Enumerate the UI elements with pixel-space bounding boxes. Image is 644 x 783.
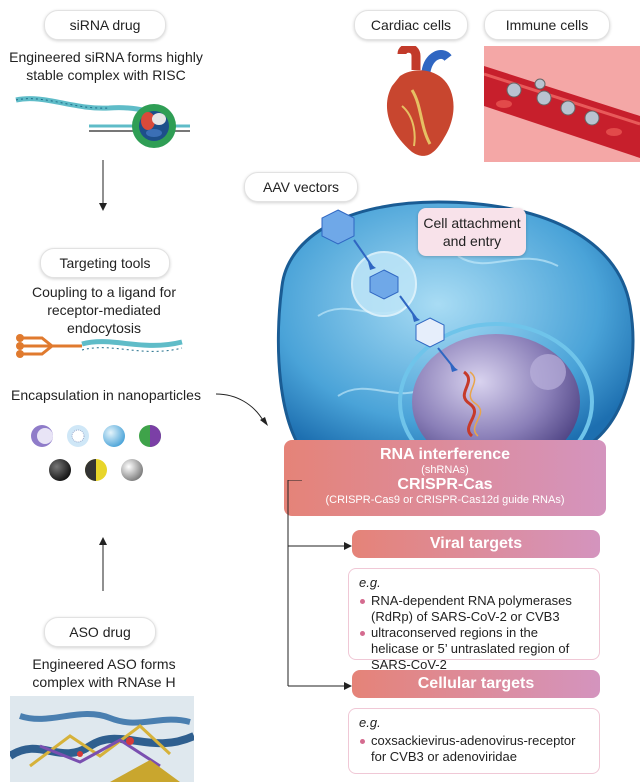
nanoparticles-illustration: [31, 425, 161, 481]
aso-rnase-h-illustration: [10, 696, 194, 782]
sirna-risc-illustration: [15, 96, 190, 148]
heart-illustration: [386, 46, 454, 156]
cellular-targets-header: Cellular targets: [352, 670, 600, 698]
cardiac-cells-label: Cardiac cells: [354, 10, 468, 40]
encapsulation-label: Encapsulation in nanoparticles: [11, 387, 201, 403]
curved-arrow: [215, 393, 268, 426]
viral-target-item: RNA-dependent RNA polymerases (RdRp) of …: [360, 593, 589, 625]
crispr-title: CRISPR-Cas: [397, 476, 493, 493]
therapy-box: RNA interference (shRNAs) CRISPR-Cas (CR…: [284, 440, 606, 516]
arrow-down-1: [99, 160, 107, 211]
viral-eg: e.g.: [359, 575, 381, 590]
immune-cells-label: Immune cells: [484, 10, 610, 40]
rnai-subtitle: (shRNAs): [421, 464, 469, 476]
cell-attachment-label: Cell attachment and entry: [418, 208, 526, 256]
targeting-tools-label: Targeting tools: [40, 248, 170, 278]
ligand-conjugate-illustration: [16, 334, 183, 358]
cellular-eg: e.g.: [359, 715, 381, 730]
connector-lines: [287, 480, 352, 690]
viral-targets-header: Viral targets: [352, 530, 600, 558]
cell-illustration: [276, 200, 635, 470]
arrow-up-1: [99, 537, 107, 591]
viral-target-item: ultraconserved regions in the helicase o…: [360, 625, 589, 673]
cellular-target-item: coxsackievirus-adenovirus-receptor for C…: [360, 733, 589, 765]
sirna-drug-label: siRNA drug: [44, 10, 166, 40]
cellular-targets-box: e.g. coxsackievirus-adenovirus-receptor …: [348, 708, 600, 774]
sirna-description: Engineered siRNA forms highly stable com…: [9, 49, 203, 83]
aav-vectors-label: AAV vectors: [244, 172, 358, 202]
aso-drug-label: ASO drug: [44, 617, 156, 647]
targeting-description: Coupling to a ligand for receptor-mediat…: [32, 284, 176, 336]
crispr-subtitle: (CRISPR-Cas9 or CRISPR-Cas12d guide RNAs…: [325, 494, 565, 506]
viral-targets-box: e.g. RNA-dependent RNA polymerases (RdRp…: [348, 568, 600, 672]
immune-cells-vessel-illustration: [484, 46, 640, 162]
rnai-title: RNA interference: [379, 446, 511, 463]
aso-description: Engineered ASO forms complex with RNAse …: [32, 656, 176, 690]
